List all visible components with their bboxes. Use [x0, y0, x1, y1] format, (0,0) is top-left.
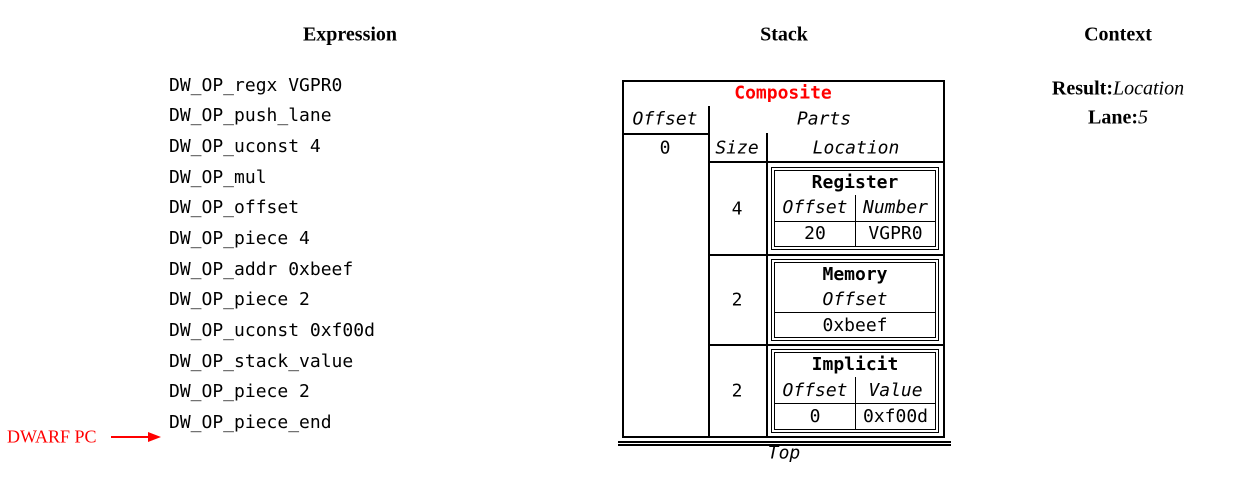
part-size-value: 2	[731, 380, 743, 402]
stack-bottom-rule	[618, 444, 951, 446]
offset-header-underline	[622, 133, 708, 135]
expression-op: DW_OP_piece 2	[169, 289, 310, 311]
context-column-header: Context	[1084, 23, 1152, 46]
expression-op: DW_OP_regx VGPR0	[169, 74, 343, 96]
part-size-value: 2	[731, 289, 743, 311]
implicit-value-header: Value	[855, 377, 935, 403]
expression-op: DW_OP_offset	[169, 197, 300, 219]
dwarf-pc-label: DWARF PC	[7, 426, 97, 447]
register-number-header: Number	[855, 195, 935, 221]
context-lane-row: Lane:5	[1088, 106, 1148, 129]
stack-column-header: Stack	[760, 23, 808, 46]
expression-op: DW_OP_mul	[169, 166, 267, 188]
expression-op: DW_OP_stack_value	[169, 350, 354, 372]
expression-column-header: Expression	[302, 23, 398, 46]
memory-offset-header: Offset	[822, 289, 888, 310]
composite-entry-title: Composite	[734, 82, 832, 104]
register-number-value: VGPR0	[855, 220, 935, 246]
part-row-separator	[708, 344, 945, 346]
memory-part-box: Memory Offset 0xbeef	[771, 259, 939, 341]
stack-table: Composite Offset Parts 0 Size Location 4…	[622, 80, 945, 438]
register-offset-header: Offset	[782, 197, 848, 219]
lane-label: Lane:	[1088, 106, 1138, 128]
memory-offset-value: 0xbeef	[775, 312, 935, 337]
dwarf-pc-arrow-line	[111, 436, 149, 438]
implicit-part-box: Implicit Offset Value 0 0xf00d	[771, 349, 939, 433]
subheader-underline	[708, 161, 945, 163]
implicit-part-title: Implicit	[811, 354, 899, 375]
location-column-header: Location	[812, 137, 900, 159]
expression-op: DW_OP_addr 0xbeef	[169, 258, 354, 280]
size-column-header: Size	[715, 137, 759, 159]
context-result-row: Result:Location	[1052, 78, 1184, 101]
lane-value: 5	[1138, 106, 1148, 128]
expression-op: DW_OP_piece 2	[169, 381, 310, 403]
implicit-offset-value: 0	[775, 403, 855, 429]
result-label: Result:	[1051, 77, 1113, 100]
expression-op: DW_OP_uconst 4	[169, 135, 321, 157]
dwarf-pc-arrow-icon	[148, 431, 161, 442]
result-value: Location	[1112, 77, 1185, 100]
offset-column-header: Offset	[632, 108, 698, 130]
parts-column-header: Parts	[796, 108, 852, 130]
part-size-value: 4	[731, 198, 743, 220]
expression-op: DW_OP_uconst 0xf00d	[169, 320, 375, 341]
implicit-offset-header: Offset	[782, 379, 848, 401]
register-part-title: Register	[811, 172, 899, 193]
register-offset-value: 20	[775, 220, 855, 247]
stack-bottom-rule	[618, 441, 951, 443]
expression-op: DW_OP_piece_end	[169, 412, 332, 434]
memory-part-title: Memory	[822, 264, 888, 285]
expression-op: DW_OP_push_lane	[169, 105, 332, 127]
register-part-box: Register Offset Number 20 VGPR0	[771, 167, 939, 250]
expression-op: DW_OP_piece 4	[169, 227, 310, 249]
size-location-divider	[766, 133, 768, 438]
offset-parts-divider	[708, 106, 710, 438]
expression-op-list: DW_OP_regx VGPR0 DW_OP_push_lane DW_OP_u…	[169, 71, 375, 439]
implicit-value-value: 0xf00d	[855, 403, 935, 429]
offset-value: 0	[659, 137, 671, 159]
part-row-separator	[708, 254, 945, 256]
stack-top-label: Top	[767, 442, 801, 464]
